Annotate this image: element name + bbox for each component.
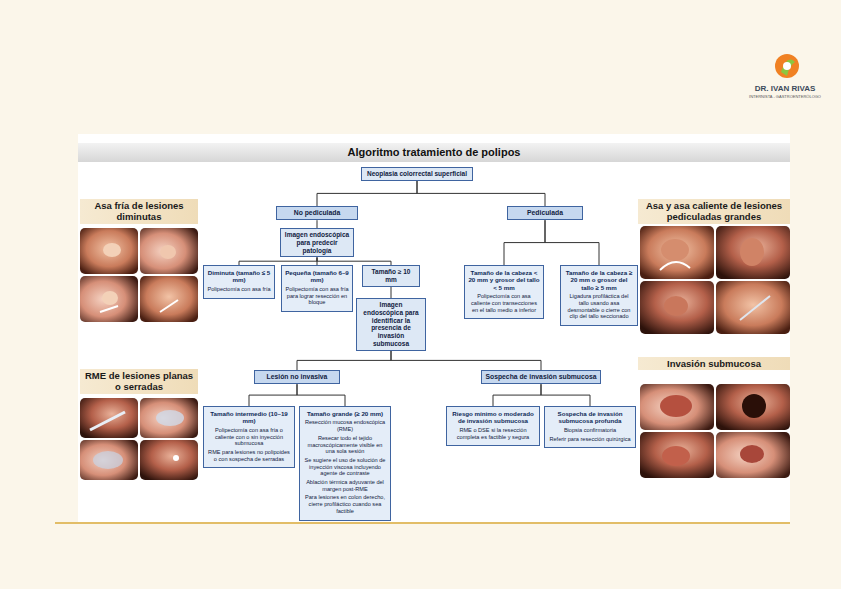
process-box: Tamaño ≥ 10 mm — [362, 265, 420, 287]
section-heading-band: Asa fría de lesiones diminutas — [80, 199, 198, 224]
section-heading-band: RME de lesiones planas o serradas — [80, 369, 198, 394]
node-text: Biopsia confirmatoria — [548, 427, 632, 434]
node-heading: Asa y asa caliente de lesiones pediculad… — [641, 200, 787, 223]
node-heading: No pediculada — [280, 209, 354, 217]
diagram-title: Algoritmo tratamiento de polipos — [78, 143, 790, 162]
connector-line — [249, 384, 297, 406]
endoscopy-photo — [640, 226, 790, 334]
node-text: Polipectomía con asa caliente con transe… — [468, 293, 540, 313]
category-box: Lesión no invasiva — [254, 370, 340, 384]
rule-line — [55, 522, 790, 524]
process-box: Imagen endoscópica para predecir patolog… — [280, 228, 354, 257]
node-text: RME o DSE si la resección completa es fa… — [450, 427, 536, 440]
endoscopy-photo — [80, 398, 198, 480]
node-heading: Imagen endoscópica para identificar la p… — [360, 301, 422, 348]
connector-line — [239, 257, 317, 265]
connector-line — [317, 181, 417, 206]
connector-line — [297, 351, 391, 370]
logo-name: DR. IVAN RIVAS — [735, 84, 835, 93]
treatment-box: Tamaño intermedio (10–19 mm) Polipectomía… — [203, 406, 295, 468]
node-text: Resecar todo el tejido macroscópicamente… — [303, 435, 387, 455]
node-text: Ablación térmica adyuvante del margen po… — [303, 479, 387, 492]
treatment-box: Tamaño de la cabeza ≥ 20 mm o grosor del… — [560, 265, 638, 326]
node-text: Resección mucosa endoscópica (RME) — [303, 419, 387, 432]
category-box: No pediculada — [276, 206, 358, 220]
node-heading: Tamaño de la cabeza < 20 mm y grosor del… — [468, 269, 540, 291]
node-text: RME para lesiones no polipoides o con so… — [207, 449, 291, 462]
process-box: Neoplasia colorrectal superficial — [361, 167, 473, 181]
connector-line — [317, 220, 318, 228]
node-heading: Tamaño ≥ 10 mm — [366, 268, 416, 284]
node-heading: Sospecha de invasión submucosa profunda — [548, 410, 632, 425]
section-heading-band: Invasión submucosa — [638, 357, 790, 370]
connector-line — [317, 257, 391, 265]
treatment-box: Pequeña (tamaño 6–9 mm) Polipectomía con … — [281, 265, 353, 312]
node-text: Se sugiere el uso de solución de inyecci… — [303, 457, 387, 477]
section-heading-band: Asa y asa caliente de lesiones pediculad… — [638, 199, 790, 224]
connector-line — [391, 351, 541, 370]
node-heading: Sospecha de invasión submucosa — [485, 373, 597, 381]
connector-line — [391, 287, 392, 298]
process-box: Imagen endoscópica para identificar la p… — [356, 298, 426, 351]
node-heading: Neoplasia colorrectal superficial — [365, 170, 469, 178]
connector-line — [297, 384, 345, 406]
node-heading: RME de lesiones planas o serradas — [83, 370, 195, 393]
node-text: Polipectomía con asa fría o caliente con… — [207, 427, 291, 447]
node-heading: Diminuta (tamaño ≤ 5 mm) — [207, 269, 271, 284]
connector-line — [417, 181, 545, 206]
connector-line — [545, 220, 599, 265]
node-text: Polipectomía con asa fría para lograr re… — [285, 286, 349, 306]
node-heading: Tamaño intermedio (10–19 mm) — [207, 410, 291, 425]
treatment-box: Diminuta (tamaño ≤ 5 mm) Polipectomía con… — [203, 265, 275, 299]
node-heading: Tamaño de la cabeza ≥ 20 mm o grosor del… — [564, 269, 634, 291]
logo-subtitle: INTERNISTA - GASTROENTERÓLOGO — [735, 94, 835, 99]
node-heading: Tamaño grande (≥ 20 mm) — [303, 410, 387, 417]
node-text: Referir para resección quirúrgica — [548, 436, 632, 443]
category-box: Sospecha de invasión submucosa — [481, 370, 601, 384]
endoscopy-photo — [80, 228, 198, 322]
node-text: Ligadura profiláctica del tallo usando a… — [564, 293, 634, 320]
node-text: Polipectomía con asa fría — [207, 286, 271, 293]
connector-line — [493, 384, 541, 406]
node-text: Para lesiones en colon derecho, cierre p… — [303, 494, 387, 514]
node-heading: Pediculada — [511, 209, 579, 217]
treatment-box: Tamaño de la cabeza < 20 mm y grosor del… — [464, 265, 544, 319]
treatment-box: Riesgo mínimo o moderado de invasión sub… — [446, 406, 540, 446]
connector-line — [541, 384, 590, 406]
node-heading: Riesgo mínimo o moderado de invasión sub… — [450, 410, 536, 425]
node-heading: Lesión no invasiva — [258, 373, 336, 381]
node-heading: Invasión submucosa — [641, 358, 787, 369]
logo-icon — [775, 54, 799, 78]
node-heading: Asa fría de lesiones diminutas — [83, 200, 195, 223]
treatment-box: Tamaño grande (≥ 20 mm) Resección mucosa … — [299, 406, 391, 521]
connector-line — [504, 220, 545, 265]
panel — [78, 134, 790, 522]
treatment-box: Sospecha de invasión submucosa profundaB… — [544, 406, 636, 448]
node-heading: Imagen endoscópica para predecir patolog… — [284, 231, 350, 254]
category-box: Pediculada — [507, 206, 583, 220]
endoscopy-photo — [640, 384, 790, 478]
node-heading: Pequeña (tamaño 6–9 mm) — [285, 269, 349, 284]
